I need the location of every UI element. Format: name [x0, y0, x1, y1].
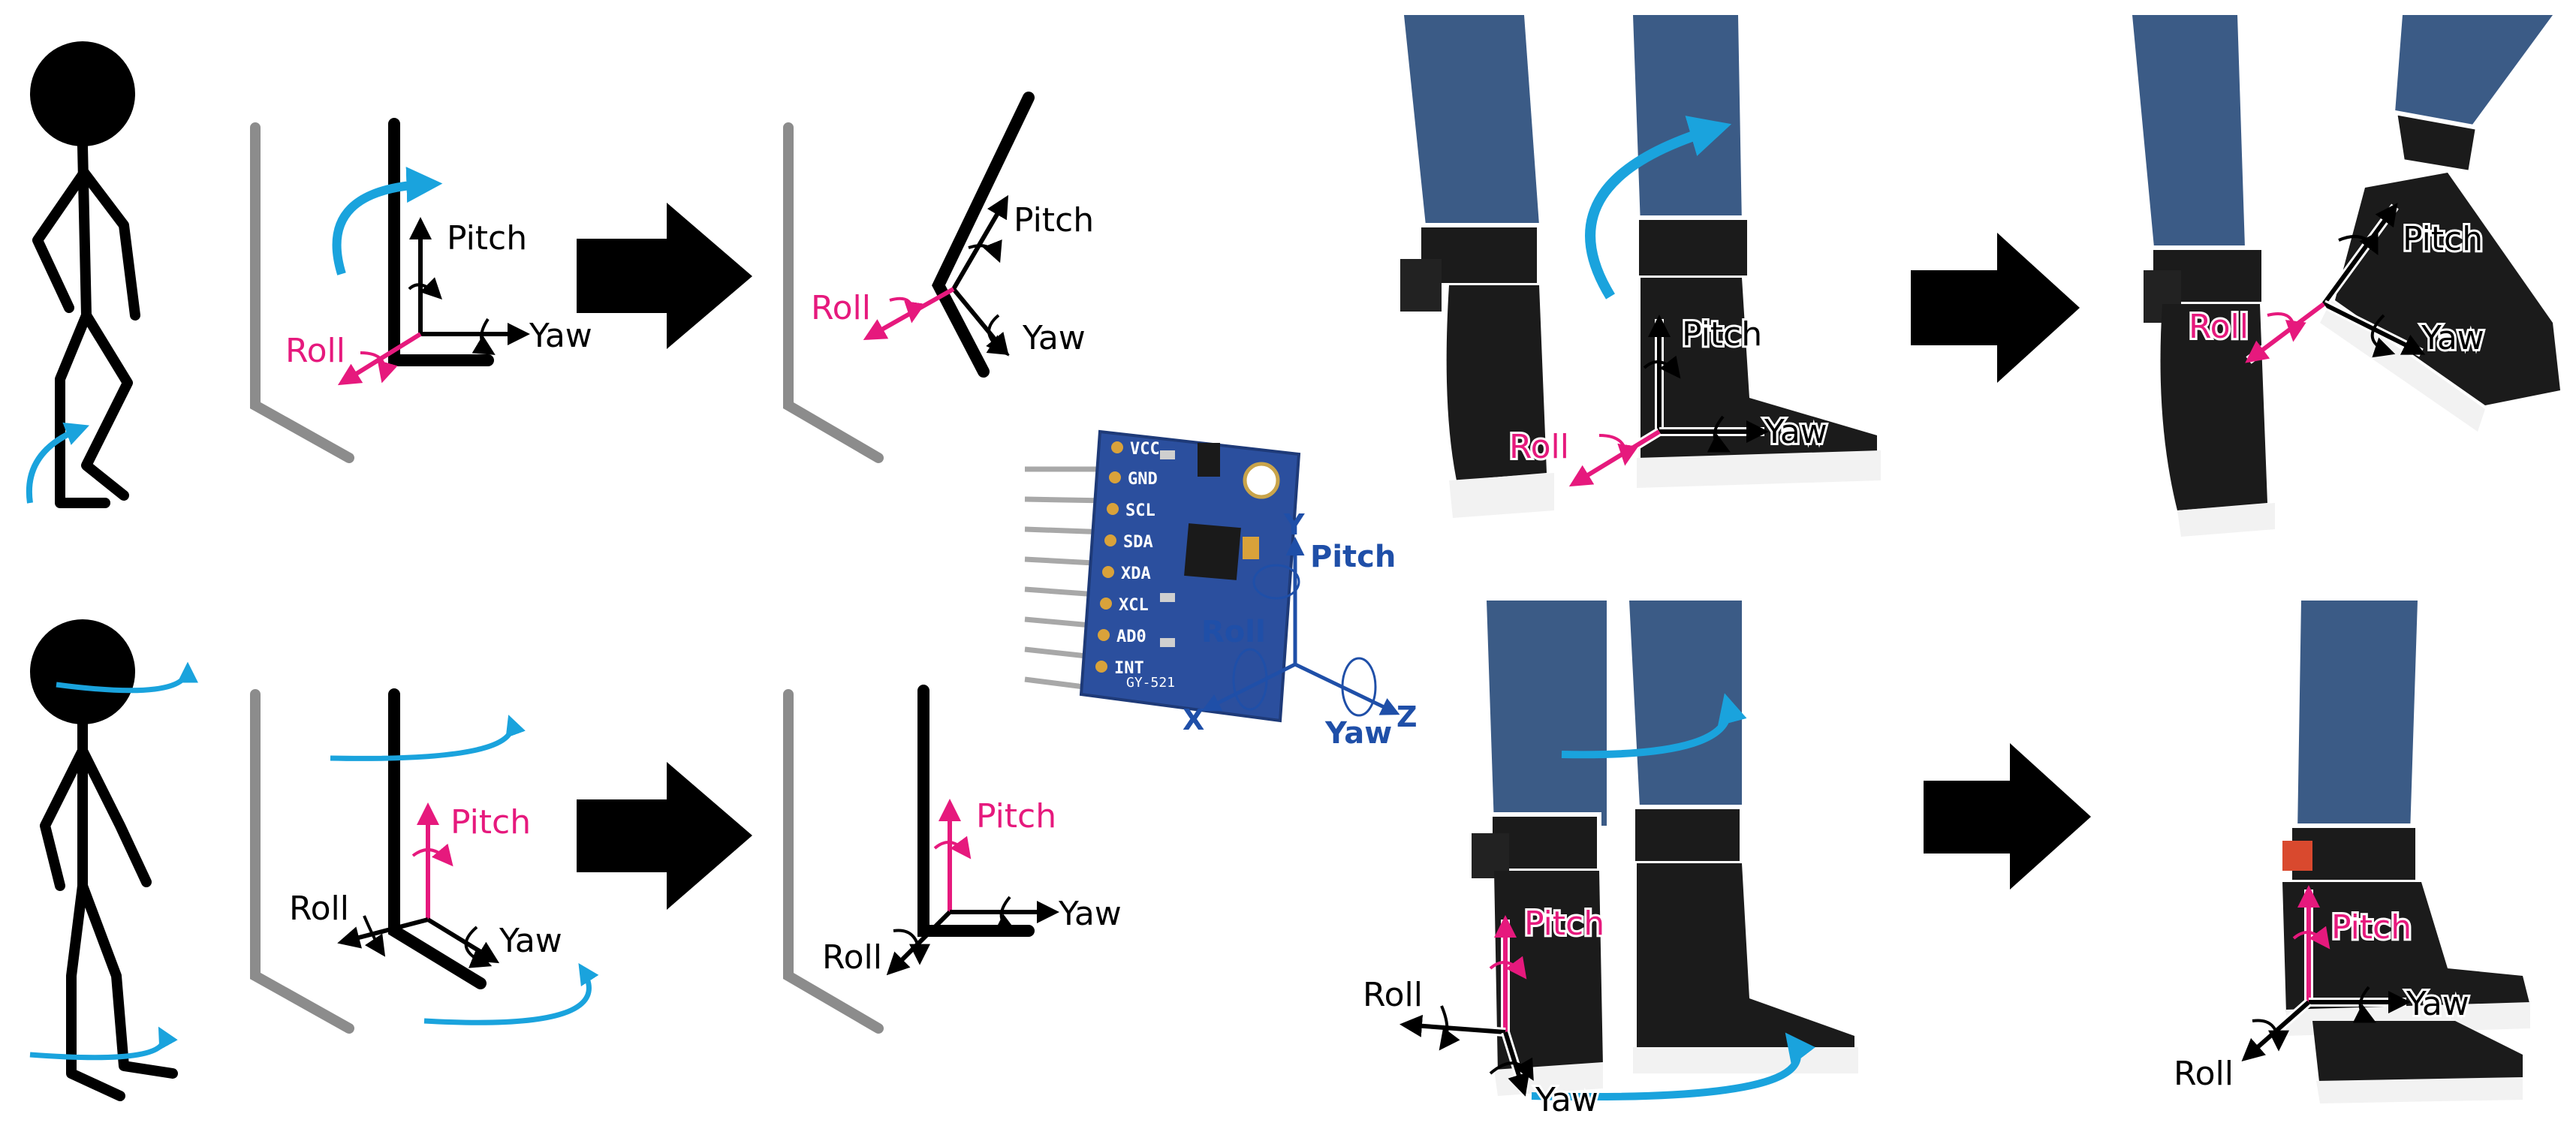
axis-triad: Pitch Yaw Roll [822, 797, 1122, 977]
yaw-label: Yaw [529, 317, 592, 355]
leg-segment [917, 685, 1035, 937]
pitch-label: Pitch [447, 219, 527, 257]
roll-label: Roll [822, 938, 882, 977]
roll-label: Roll [289, 890, 349, 928]
pin-label: XCL [1119, 596, 1149, 615]
axis-triad: Pitch Yaw Roll [285, 217, 592, 386]
pitch-label: Pitch [2403, 220, 2483, 258]
rotation-arrow-icon [29, 1026, 178, 1061]
yaw-label: Yaw [1022, 319, 1086, 357]
pin-label: VCC [1130, 440, 1160, 459]
rotation-arrow-icon [332, 167, 443, 275]
roll-label: Roll [2189, 308, 2249, 346]
pitch-label: Pitch [1524, 905, 1604, 943]
direction-arrow-icon [577, 762, 752, 910]
rotation-arrow-icon [1531, 1032, 1815, 1101]
ankle-sensor-icon [2282, 601, 2530, 1103]
sensor-pitch-label: Pitch [1310, 540, 1396, 574]
stick-figure-walking-icon [30, 41, 140, 508]
axis-triad: Pitch Yaw Roll [811, 194, 1094, 357]
stick-figure-standing-icon [30, 619, 178, 1101]
pin-labels: VCC GND SCL SDA XDA XCL AD0 INT [1095, 440, 1160, 678]
rotation-arrow-icon [330, 715, 526, 761]
wall-frame [250, 122, 884, 1034]
direction-arrow-icon [577, 203, 752, 349]
rotation-arrow-icon [1561, 693, 1747, 759]
pin-label: INT [1114, 659, 1144, 678]
pitch-label: Pitch [450, 803, 531, 841]
roll-label: Roll [285, 332, 345, 370]
roll-label: Roll [1509, 428, 1569, 466]
yaw-label: Yaw [1058, 895, 1122, 933]
axis-triad: Pitch Yaw Roll [1507, 313, 1830, 489]
direction-arrow-icon [1911, 233, 2080, 383]
roll-label: Roll [2174, 1055, 2234, 1093]
pitch-label: Pitch [1682, 315, 1762, 354]
pitch-label: Pitch [1014, 201, 1094, 239]
direction-arrow-icon [1924, 743, 2091, 890]
roll-label: Roll [811, 289, 871, 327]
roll-label: Roll [1363, 976, 1423, 1014]
ankle-sensor-icon [1472, 601, 1858, 1096]
pitch-label: Pitch [2331, 908, 2412, 947]
rotation-arrow-icon [423, 962, 599, 1025]
pin-label: GND [1128, 470, 1158, 489]
ankle-sensor-icon [2132, 15, 2560, 537]
ankle-sensor-icon [1400, 15, 1881, 518]
leg-segment [932, 92, 1035, 378]
pin-label: AD0 [1116, 628, 1146, 646]
sensor-axis-x-label: X [1183, 703, 1204, 736]
yaw-label: Yaw [499, 922, 562, 960]
sensor-yaw-label: Yaw [1324, 716, 1392, 751]
axis-triad: Pitch Roll Yaw [289, 802, 562, 968]
yaw-label: Yaw [2421, 319, 2484, 357]
yaw-label: Yaw [1764, 413, 1827, 451]
sensor-axis-z-label: Z [1396, 700, 1418, 733]
imu-sensor-board: VCC GND SCL SDA XDA XCL AD0 INT GY-521 [1024, 429, 1301, 723]
axis-triad: Pitch Yaw Roll [2171, 885, 2472, 1095]
rotation-arrow-icon [56, 661, 198, 694]
sensor-axis-triad: Y Pitch Roll X Z Yaw [1183, 508, 1418, 751]
pitch-label: Pitch [976, 797, 1056, 835]
board-model-label: GY-521 [1126, 675, 1175, 691]
axis-triad: Pitch Yaw Roll [2186, 203, 2487, 364]
pin-label: SCL [1125, 501, 1155, 520]
rotation-arrow-icon [26, 422, 89, 504]
pin-label: XDA [1121, 564, 1151, 583]
rotation-arrow-icon [1585, 116, 1732, 300]
sensor-roll-label: Roll [1201, 615, 1266, 649]
axis-triad: Pitch Roll Yaw [1360, 902, 1607, 1121]
pin-label: SDA [1123, 533, 1153, 552]
yaw-label: Yaw [1535, 1081, 1598, 1119]
leg-segment [388, 688, 487, 989]
sensor-axis-y-label: Y [1283, 508, 1305, 541]
yaw-label: Yaw [2406, 985, 2469, 1023]
